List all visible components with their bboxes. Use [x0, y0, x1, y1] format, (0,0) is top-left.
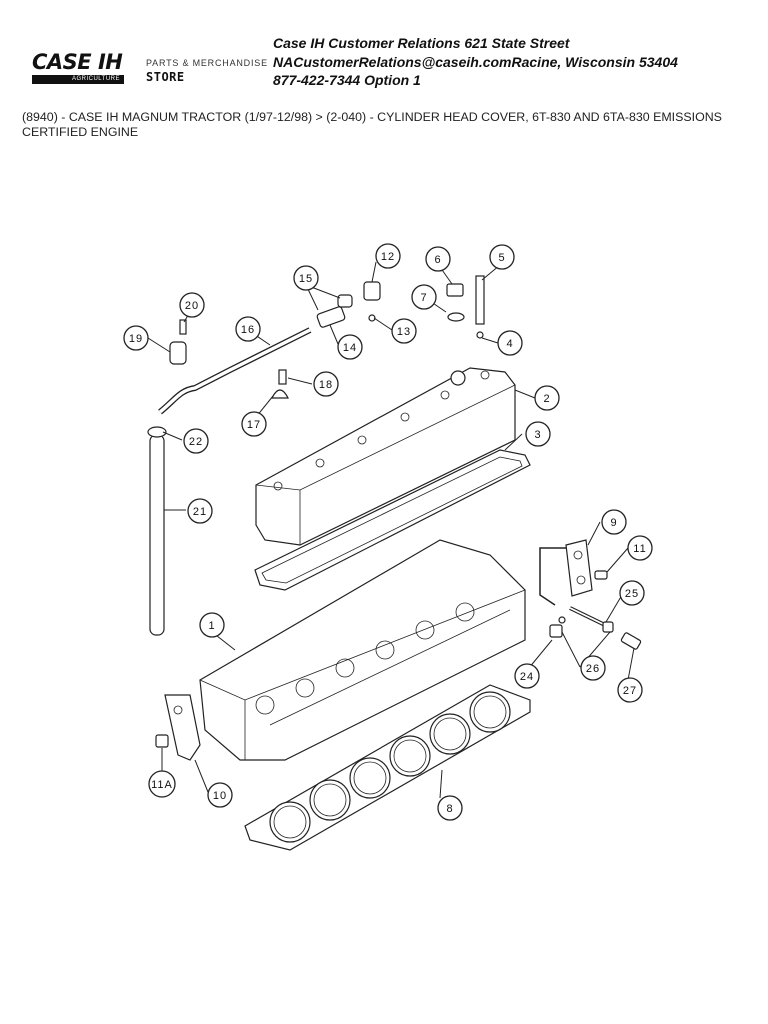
callout-2-label: 2 [543, 393, 550, 405]
callout-26[interactable]: 26 [580, 655, 606, 681]
callout-11[interactable]: 11 [627, 535, 653, 561]
callout-7-label: 7 [420, 292, 427, 304]
logo-store: STORE [146, 70, 185, 84]
callout-15[interactable]: 15 [293, 265, 319, 291]
callout-20-label: 20 [185, 300, 199, 312]
callout-12-label: 12 [381, 251, 395, 263]
logo-sub: AGRICULTURE [32, 75, 124, 84]
callout-4[interactable]: 4 [497, 330, 523, 356]
callout-6[interactable]: 6 [425, 246, 451, 272]
contact-block: Case IH Customer Relations 621 State Str… [273, 34, 678, 90]
callout-22[interactable]: 22 [183, 428, 209, 454]
callout-6-label: 6 [434, 254, 441, 266]
logo-tagline: PARTS & MERCHANDISE [146, 58, 268, 68]
callout-17[interactable]: 17 [241, 411, 267, 437]
parts-diagram: 1 2 3 4 5 6 7 8 9 11 10 11A [123, 243, 653, 851]
callout-9-label: 9 [610, 517, 617, 529]
callout-2[interactable]: 2 [534, 385, 560, 411]
callout-4-label: 4 [506, 338, 513, 350]
callout-20[interactable]: 20 [179, 292, 205, 318]
callout-19-label: 19 [129, 333, 143, 345]
callout-26-label: 26 [586, 663, 600, 675]
callout-11-label: 11 [633, 543, 646, 555]
case-ih-logo[interactable]: CASE IH AGRICULTURE PARTS & MERCHANDISE … [30, 50, 270, 90]
callout-8-label: 8 [446, 803, 453, 815]
callout-3[interactable]: 3 [525, 421, 551, 447]
callout-14-label: 14 [343, 342, 357, 354]
callout-7[interactable]: 7 [411, 284, 437, 310]
callout-18[interactable]: 18 [313, 371, 339, 397]
tube-21-drawing [147, 426, 167, 636]
contact-line-3[interactable]: 877-422-7344 Option 1 [273, 72, 421, 88]
logo-brand: CASE IH [32, 50, 123, 74]
callout-17-label: 17 [247, 419, 261, 431]
cylinder-head-cover-drawing [255, 367, 516, 546]
callout-22-label: 22 [189, 436, 203, 448]
callout-9[interactable]: 9 [601, 509, 627, 535]
callout-13-label: 13 [397, 326, 411, 338]
head-gasket-drawing [244, 684, 531, 851]
breadcrumb: (8940) - CASE IH MAGNUM TRACTOR (1/97-12… [22, 110, 722, 139]
callout-1[interactable]: 1 [199, 612, 225, 638]
callout-19[interactable]: 19 [123, 325, 149, 351]
callout-16-label: 16 [241, 324, 255, 336]
callout-10-label: 10 [213, 790, 227, 802]
callout-24-label: 24 [520, 671, 534, 683]
callout-11a-label: 11A [151, 779, 173, 791]
callout-5[interactable]: 5 [489, 244, 515, 270]
contact-line-2[interactable]: NACustomerRelations@caseih.comRacine, Wi… [273, 53, 678, 70]
callout-8[interactable]: 8 [437, 795, 463, 821]
callout-21-label: 21 [193, 506, 207, 518]
cylinder-head-drawing [199, 539, 526, 761]
callout-18-label: 18 [319, 379, 333, 391]
callout-12[interactable]: 12 [375, 243, 401, 269]
callout-24[interactable]: 24 [514, 663, 540, 689]
callout-25-label: 25 [625, 588, 639, 600]
callout-11a[interactable]: 11A [148, 770, 176, 798]
callout-15-label: 15 [299, 273, 313, 285]
callout-13[interactable]: 13 [391, 318, 417, 344]
callout-27-label: 27 [623, 685, 637, 697]
callout-27[interactable]: 27 [617, 677, 643, 703]
callout-16[interactable]: 16 [235, 316, 261, 342]
callout-3-label: 3 [534, 429, 541, 441]
callout-14[interactable]: 14 [337, 334, 363, 360]
callout-1-label: 1 [208, 620, 215, 632]
callout-5-label: 5 [498, 252, 505, 264]
callout-21[interactable]: 21 [187, 498, 213, 524]
callout-10[interactable]: 10 [207, 782, 233, 808]
page-header: CASE IH AGRICULTURE PARTS & MERCHANDISE … [0, 0, 768, 100]
callout-25[interactable]: 25 [619, 580, 645, 606]
part-drawings [147, 275, 642, 851]
contact-line-1: Case IH Customer Relations 621 State Str… [273, 35, 570, 51]
